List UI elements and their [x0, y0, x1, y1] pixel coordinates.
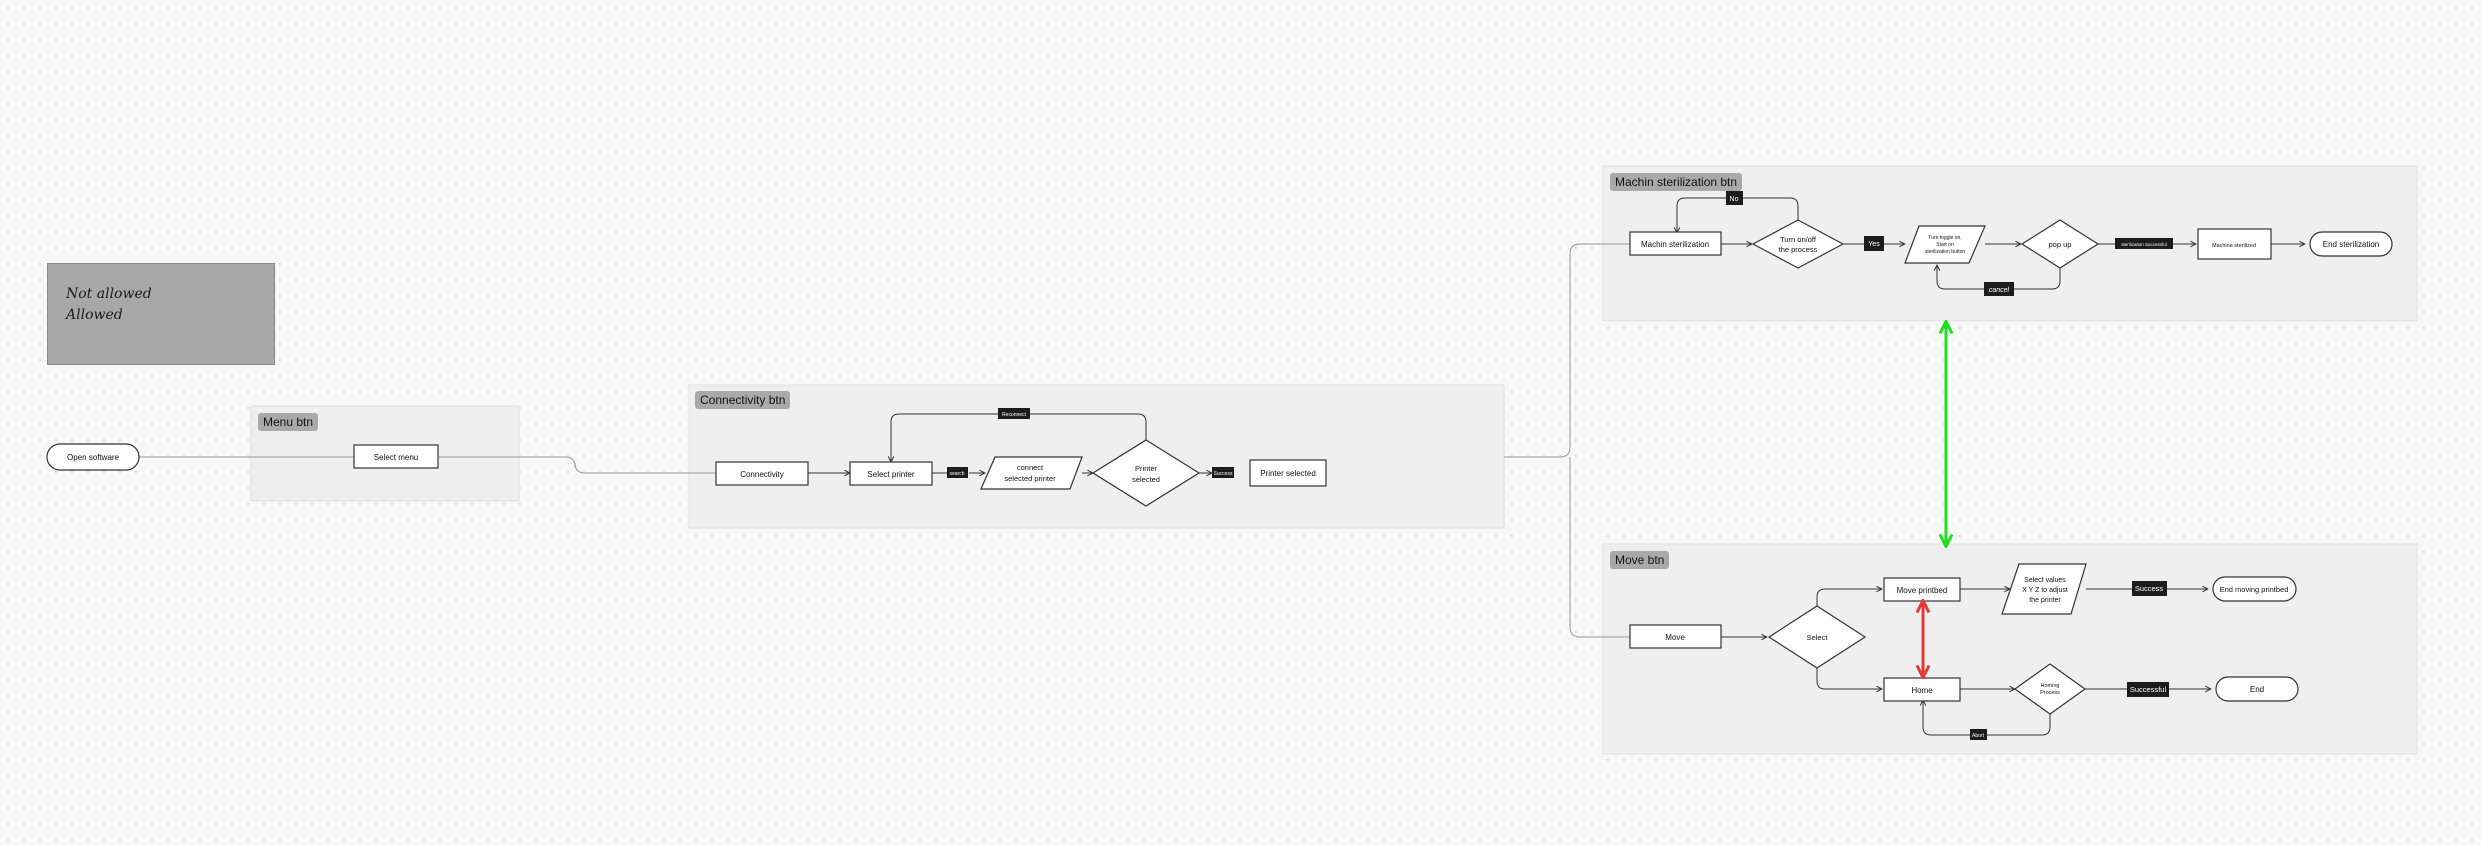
move-label: Move [1665, 633, 1685, 642]
homing-line1: Homing [2041, 683, 2060, 689]
svg-text:sterilization Successful: sterilization Successful [2121, 242, 2167, 247]
end-sterilization-label: End sterilization [2323, 240, 2379, 249]
process-move[interactable]: Move [1629, 624, 1722, 649]
menu-section-title: Menu btn [258, 413, 319, 431]
legend-not-allowed-dot [157, 291, 163, 297]
printer-selected-q-line1: Printer [1135, 464, 1158, 473]
select-values-line1: Select values [2024, 577, 2066, 584]
machine-sterilized-label: Machine sterilized [2212, 243, 2256, 249]
end-moving-printbed-label: End moving printbed [2220, 585, 2289, 594]
select-values-line3: the printer [2029, 597, 2061, 604]
select-values-line2: X Y Z to adjust [2022, 587, 2068, 594]
decision-turn-onoff[interactable]: Turn on/off the process [1751, 219, 1845, 269]
edge-label-search: search [947, 467, 968, 478]
edge-label-successful: Successful [2127, 682, 2169, 697]
process-home[interactable]: Home [1883, 677, 1961, 702]
process-connectivity[interactable]: Connectivity [715, 461, 809, 486]
terminal-end-moving-printbed[interactable]: End moving printbed [2212, 576, 2297, 602]
printer-selected-label: Printer selected [1260, 469, 1316, 478]
io-select-values[interactable]: Select values X Y Z to adjust the printe… [2001, 563, 2087, 615]
select-printer-label: Select printer [867, 470, 914, 479]
terminal-end-sterilization[interactable]: End sterilization [2309, 231, 2393, 257]
toggle-line1: Turn toggle on, [1928, 235, 1961, 241]
turn-onoff-line1: Turn on/off [1780, 235, 1817, 244]
connect-printer-line1: connect [1017, 463, 1044, 472]
sterilization-section-title: Machin sterilization btn [1610, 173, 1743, 191]
io-connect-selected-printer[interactable]: connect selected printer [980, 456, 1083, 490]
homing-line2: Process [2040, 690, 2060, 696]
svg-text:Yes: Yes [1868, 241, 1880, 248]
decision-select[interactable]: Select [1767, 605, 1867, 669]
connectivity-label: Connectivity [740, 470, 784, 479]
process-machin-sterilization[interactable]: Machin sterilization [1629, 231, 1722, 256]
move-section-bg [1602, 543, 2418, 755]
svg-text:Successful: Successful [2130, 685, 2167, 694]
end-label: End [2250, 685, 2264, 694]
connectivity-section-bg [688, 384, 1505, 529]
open-software-label: Open software [67, 453, 120, 462]
edge-label-yes: Yes [1864, 236, 1884, 251]
io-turn-toggle[interactable]: Turn toggle on, Start on sterilization b… [1904, 225, 1986, 264]
decision-popup[interactable]: pop up [2020, 219, 2100, 269]
connect-printer-line2: selected printer [1004, 474, 1056, 483]
toggle-line2: Start on [1936, 242, 1954, 248]
svg-text:Success: Success [2135, 584, 2164, 593]
process-machine-sterilized[interactable]: Machine sterilized [2197, 228, 2272, 260]
turn-onoff-line2: the process [1779, 245, 1818, 254]
select-label: Select [1807, 633, 1829, 642]
move-section-title: Move btn [1610, 551, 1670, 569]
decision-printer-selected[interactable]: Printer selected [1091, 439, 1201, 507]
terminal-end[interactable]: End [2215, 676, 2299, 702]
machin-sterilization-label: Machin sterilization [1641, 240, 1709, 249]
svg-text:cancel: cancel [1989, 287, 2010, 294]
svg-text:search: search [949, 471, 964, 477]
edge-label-success: Success [2132, 581, 2167, 596]
svg-text:No: No [1730, 196, 1739, 203]
popup-label: pop up [2049, 240, 2072, 249]
select-menu-label: Select menu [374, 453, 418, 462]
svg-text:Reconnect: Reconnect [1002, 412, 1027, 418]
toggle-line3: sterilization button [1925, 249, 1966, 255]
edge-label-sterilization-successful: sterilization Successful [2115, 238, 2173, 249]
decision-homing-process[interactable]: Homing Process [2013, 663, 2087, 715]
terminal-open-software[interactable]: Open software [46, 443, 140, 471]
printer-selected-q-line2: selected [1132, 475, 1160, 484]
edge-label-cancel: cancel [1984, 282, 2014, 296]
gray-connectors [139, 243, 1630, 638]
connectivity-section-title: Connectivity btn [695, 391, 791, 409]
process-printer-selected[interactable]: Printer selected [1249, 459, 1327, 487]
svg-text:Abort: Abort [1972, 733, 1985, 739]
home-label: Home [1911, 686, 1933, 695]
edge-label-abort: Abort [1970, 729, 1987, 740]
move-printbed-label: Move printbed [1897, 586, 1948, 595]
process-select-printer[interactable]: Select printer [849, 461, 933, 486]
edge-label-no: No [1726, 191, 1743, 205]
edge-label-success-small: Success [1212, 467, 1234, 478]
edge-label-reconnect: Reconnect [998, 408, 1030, 419]
svg-text:Success: Success [1214, 471, 1233, 477]
process-move-printbed[interactable]: Move printbed [1883, 577, 1961, 602]
process-select-menu[interactable]: Select menu [353, 444, 439, 469]
